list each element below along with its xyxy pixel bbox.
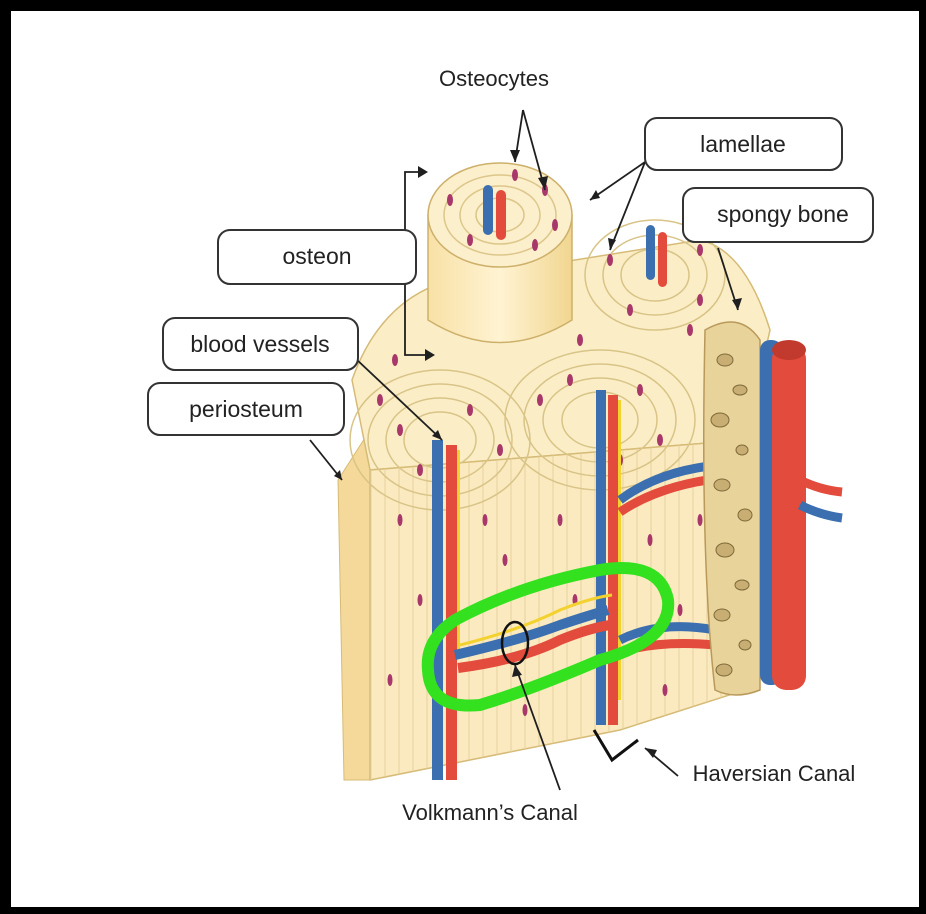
blood-vessels-label: blood vessels [190, 331, 329, 357]
lamellae-label: lamellae [700, 131, 786, 157]
left-haversian-vessels [432, 440, 460, 780]
spongy-bone-region [704, 322, 760, 695]
osteon-label: osteon [282, 243, 351, 269]
spongy-bone-label: spongy bone [717, 201, 849, 227]
volkmanns-canal-label: Volkmann’s Canal [402, 800, 578, 825]
haversian-canal-label: Haversian Canal [693, 761, 856, 786]
osteocytes-label: Osteocytes [439, 66, 549, 91]
periosteum-layer [338, 430, 372, 780]
periosteum-label: periosteum [189, 396, 303, 422]
large-vessels [760, 340, 842, 690]
right-haversian-vessels [596, 390, 621, 725]
osteon-cylinder [428, 163, 572, 343]
